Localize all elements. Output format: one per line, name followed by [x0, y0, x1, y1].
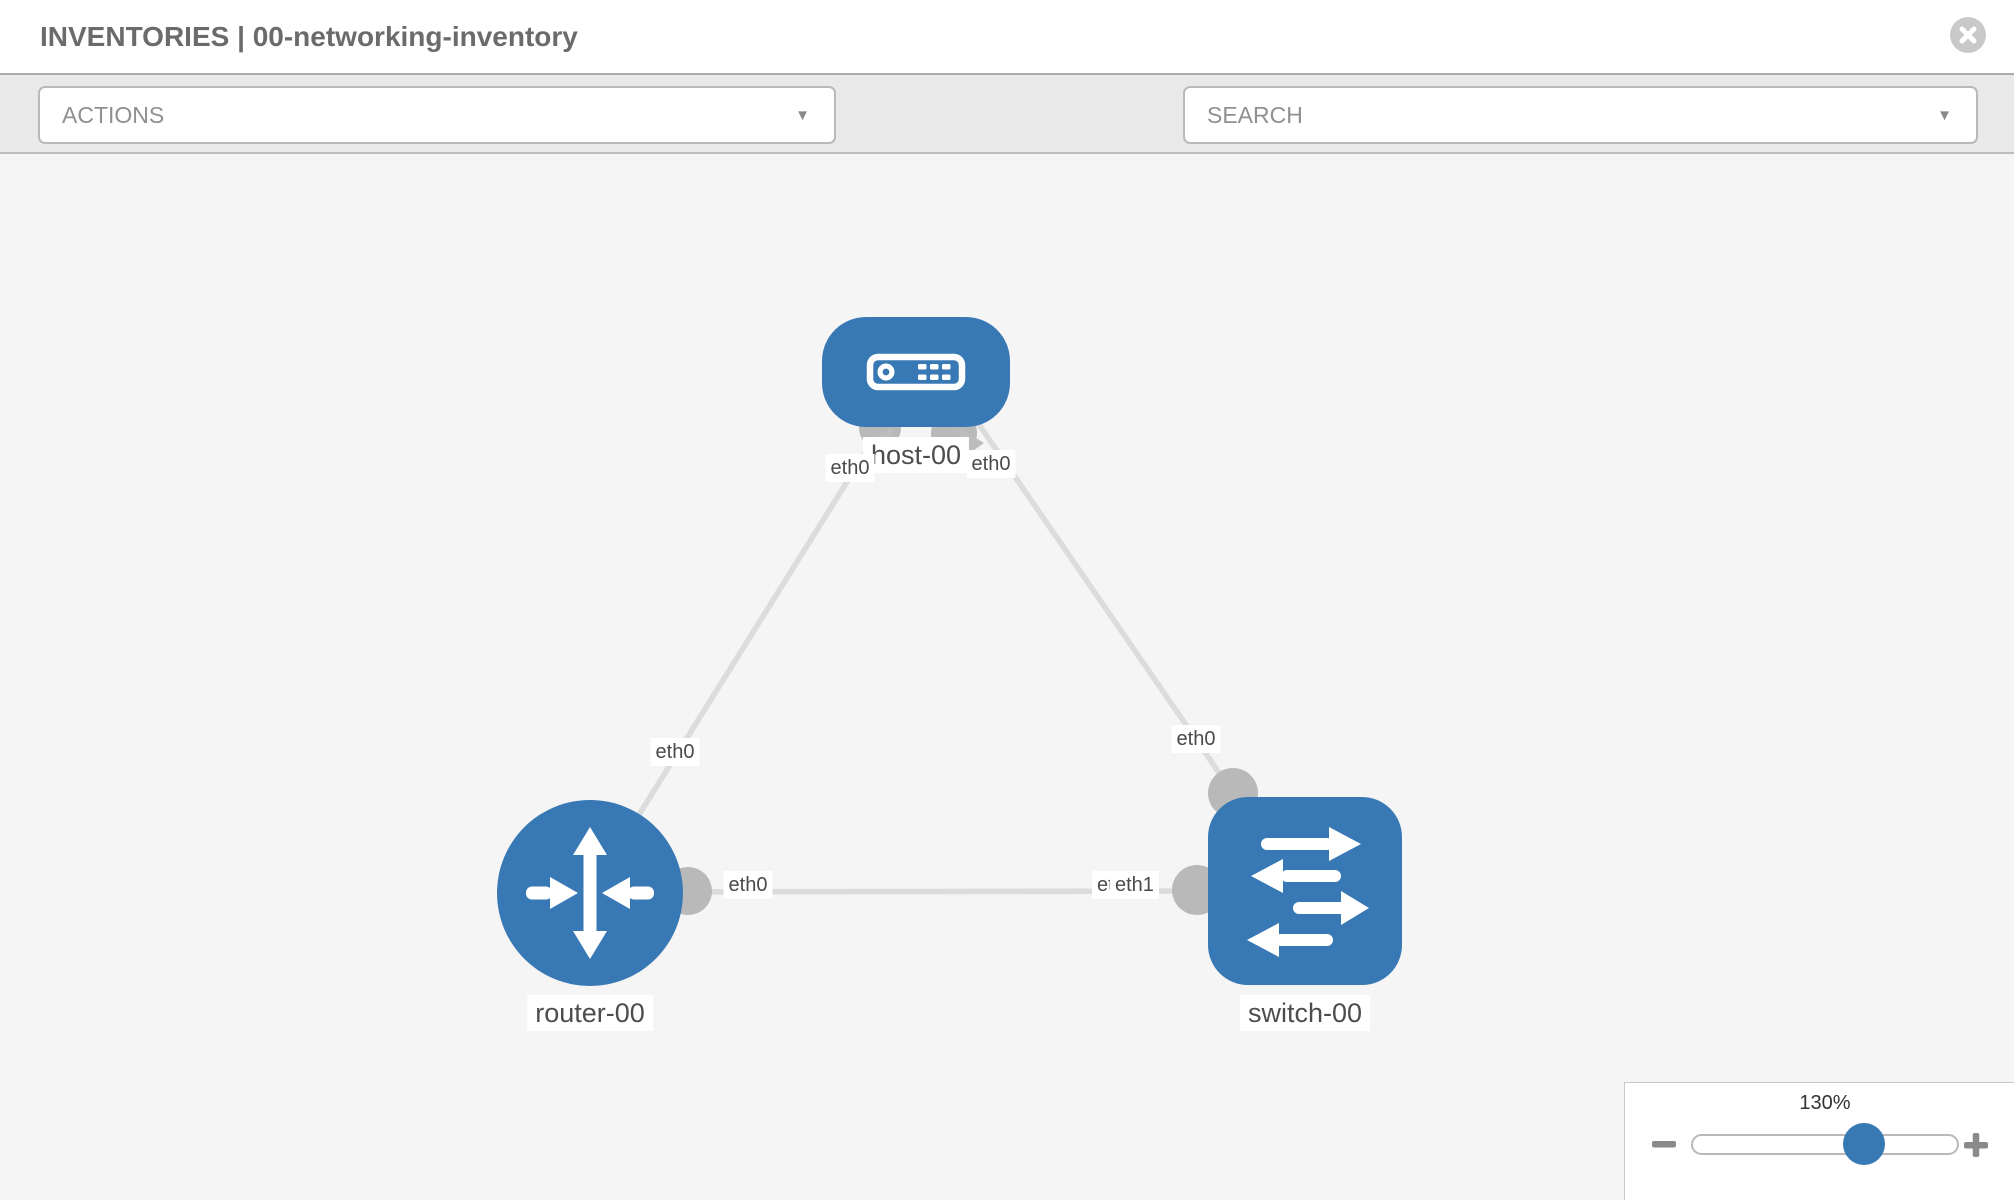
node-router[interactable] [497, 800, 683, 986]
search-dropdown-label: SEARCH [1207, 101, 1303, 128]
zoom-slider-track[interactable] [1691, 1134, 1959, 1155]
node-host[interactable] [822, 317, 1010, 427]
header: INVENTORIES | 00-networking-inventory [0, 0, 2014, 73]
iface-label-router-switch-near-switch-front: eth1 [1110, 871, 1159, 899]
topology-canvas[interactable]: host-00 router-00 switch-00 eth0 eth0 et… [0, 154, 2014, 1200]
plus-icon [1964, 1133, 1988, 1157]
actions-dropdown-label: ACTIONS [62, 101, 165, 128]
iface-label-host-left: eth0 [825, 454, 875, 482]
topology-graph [497, 317, 1402, 986]
node-label-host: host-00 [862, 437, 970, 473]
close-button[interactable] [1950, 17, 1986, 53]
interface-dots [664, 407, 1258, 915]
caret-down-icon: ▼ [1937, 106, 1952, 124]
zoom-panel: 130% [1624, 1082, 2014, 1200]
toolbar: ACTIONS ▼ SEARCH ▼ [0, 73, 2014, 209]
router-arrows-icon [526, 827, 654, 959]
search-dropdown[interactable]: SEARCH ▼ [1183, 86, 1978, 144]
minus-icon [1652, 1141, 1676, 1148]
iface-label-router-switch-near-router: eth0 [723, 871, 773, 899]
actions-dropdown[interactable]: ACTIONS ▼ [38, 86, 836, 144]
links [587, 398, 1236, 895]
zoom-in-button[interactable] [1963, 1132, 1989, 1163]
zoom-level-value: 130% [1799, 1092, 1851, 1114]
zoom-out-button[interactable] [1651, 1133, 1677, 1160]
switch-arrows-icon [1247, 827, 1369, 957]
caret-down-icon: ▼ [795, 106, 810, 124]
node-label-router: router-00 [527, 995, 653, 1031]
close-icon [1959, 26, 1977, 44]
node-switch[interactable] [1208, 797, 1402, 985]
iface-label-router-host-mid: eth0 [650, 738, 700, 766]
iface-label-switch-top: eth0 [1171, 725, 1221, 753]
host-device-icon [866, 353, 966, 391]
page-title: INVENTORIES | 00-networking-inventory [40, 20, 578, 52]
iface-label-host-right: eth0 [966, 450, 1016, 478]
link-router-host[interactable] [587, 403, 898, 895]
node-label-switch: switch-00 [1239, 995, 1371, 1031]
zoom-slider-handle[interactable] [1843, 1123, 1885, 1165]
